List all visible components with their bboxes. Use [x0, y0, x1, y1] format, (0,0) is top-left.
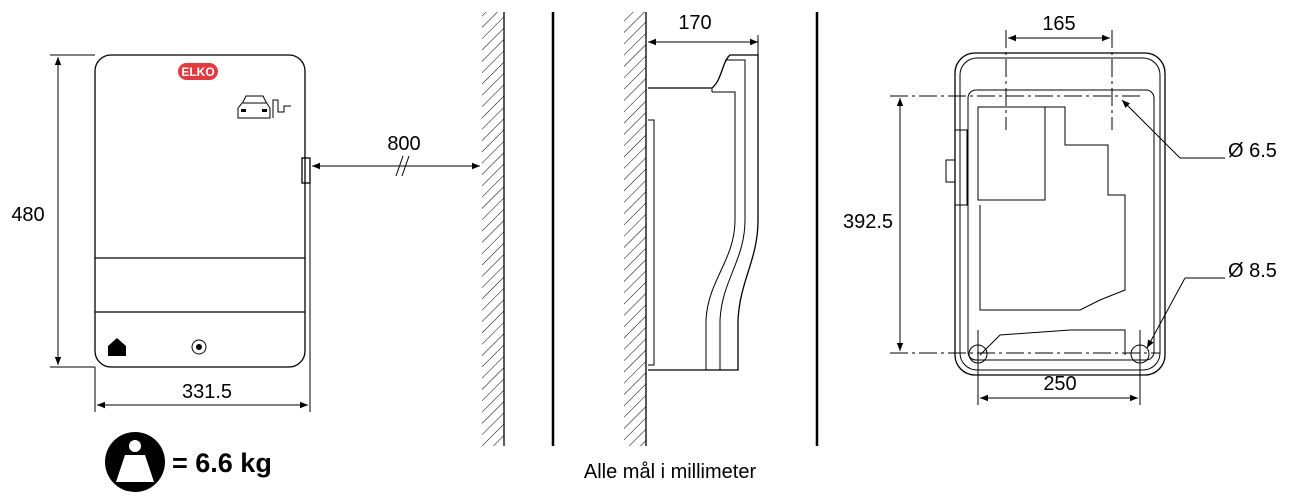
top-hole-spacing-label: 165 [1042, 13, 1075, 35]
height-label: 480 [11, 204, 44, 226]
back-view: 165 392.5 250 Ø 6.5 Ø 8.5 [843, 13, 1277, 405]
wall-hatch [624, 12, 646, 446]
vertical-hole-spacing-label: 392.5 [843, 211, 893, 233]
bottom-hole-spacing-label: 250 [1043, 373, 1076, 395]
bottom-hole-leader [1146, 277, 1186, 349]
width-label: 331.5 [182, 381, 232, 403]
top-hole-diameter-label: Ø 6.5 [1228, 140, 1277, 162]
clearance-label: 800 [387, 133, 420, 155]
depth-label: 170 [678, 12, 711, 34]
elko-logo: ELKO [178, 63, 218, 80]
top-hole-leader [1121, 99, 1181, 159]
power-button-icon [191, 339, 207, 355]
bottom-hole-diameter-label: Ø 8.5 [1228, 260, 1277, 282]
front-view: ELKO 480 331.5 800 [11, 54, 480, 412]
svg-text:ELKO: ELKO [181, 65, 214, 79]
wall-hatch [482, 12, 504, 446]
side-view: 170 [648, 12, 759, 371]
side-socket [301, 157, 311, 184]
weight-icon [105, 432, 165, 492]
car-charging-icon [237, 95, 291, 119]
charger-body [94, 54, 306, 368]
home-icon [108, 338, 126, 356]
units-note: Alle mål i millimeter [584, 461, 757, 483]
weight-label: = 6.6 kg [172, 448, 272, 478]
